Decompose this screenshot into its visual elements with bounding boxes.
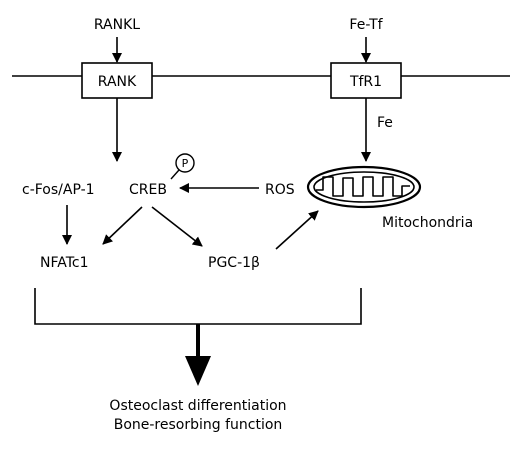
phospho-label: P (182, 157, 189, 170)
tfr1-receptor-box (330, 62, 402, 99)
convergence-bracket (34, 288, 362, 325)
mitochondria-label: Mitochondria (382, 215, 473, 231)
rankl-label: RANKL (94, 17, 140, 33)
mitochondria-icon (306, 165, 422, 209)
phosphorylation-icon (175, 153, 195, 173)
ros-label: ROS (265, 182, 295, 198)
fe-label: Fe (377, 115, 393, 131)
creb-label: CREB (129, 182, 167, 198)
tfr1-label: TfR1 (349, 74, 382, 90)
rank-label: RANK (98, 74, 137, 90)
fe-tf-label: Fe-Tf (349, 17, 383, 33)
outcome-line-1: Osteoclast differentiation (109, 398, 286, 414)
cfos-ap1-label: c-Fos/AP-1 (22, 182, 95, 198)
outcome-arrow-head (185, 356, 211, 386)
outcome-line-2: Bone-resorbing function (114, 417, 283, 433)
pgc1b-to-mitochondria-arrow (275, 210, 319, 250)
creb-to-pgc1b-arrow (151, 206, 203, 247)
pgc1b-label: PGC-1β (208, 255, 260, 271)
creb-to-nfatc1-arrow (102, 206, 143, 245)
nfatc1-label: NFATc1 (40, 255, 89, 271)
phospho-bond (170, 169, 180, 180)
rank-receptor-box (81, 62, 153, 99)
